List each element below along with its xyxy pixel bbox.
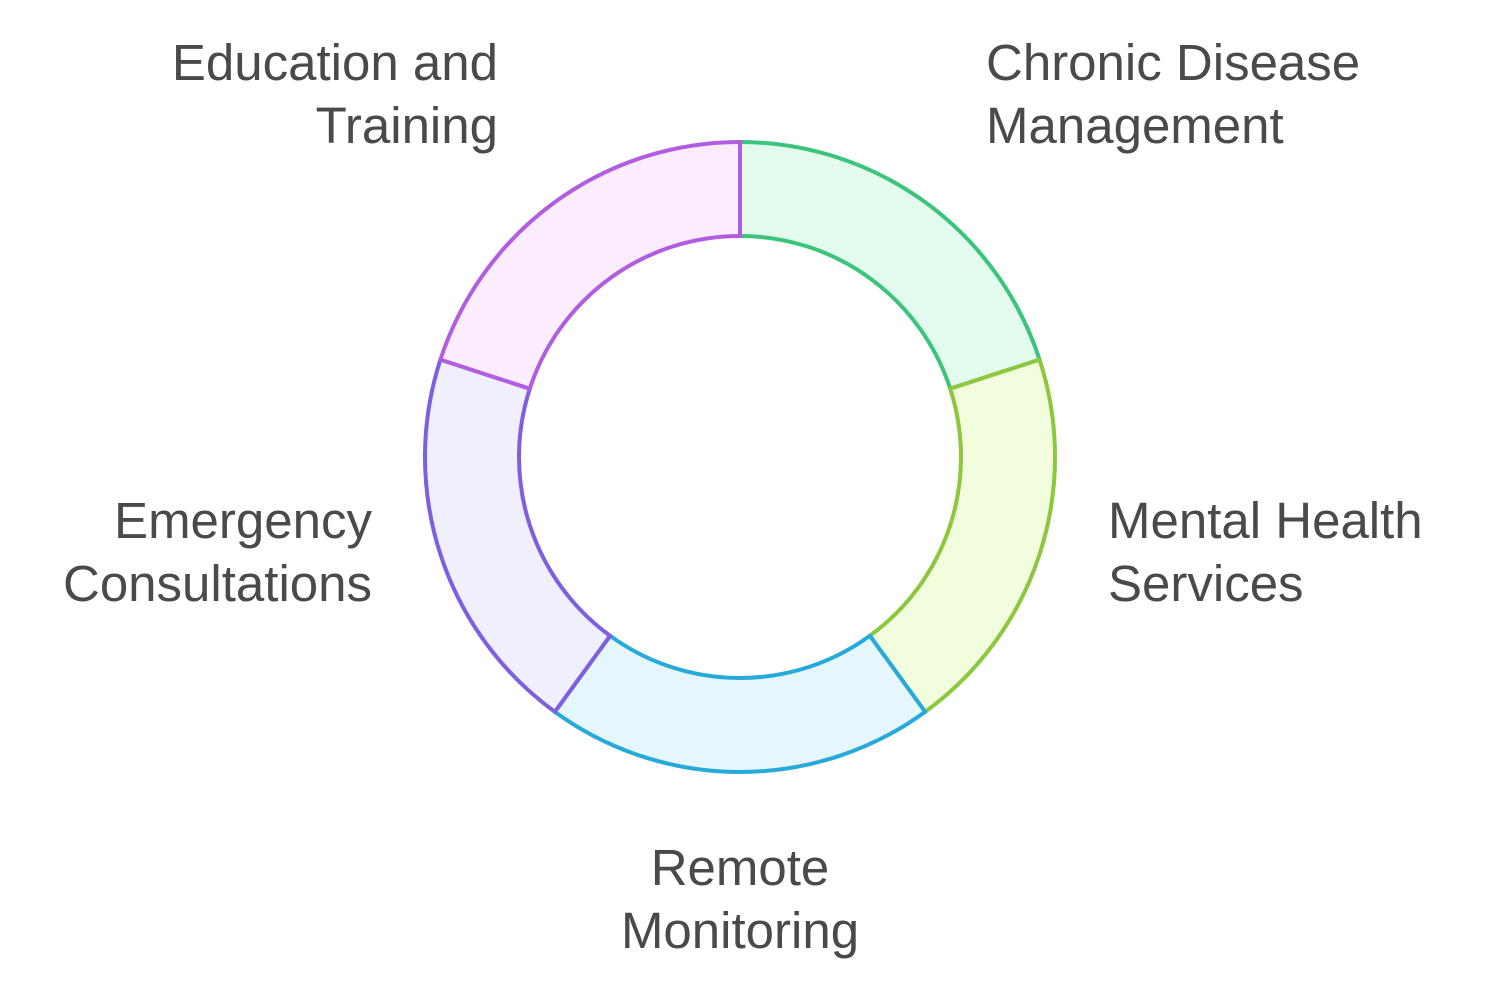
segment-remote-monitoring bbox=[552, 633, 928, 774]
label-line: Training bbox=[315, 97, 498, 154]
label-line: Management bbox=[986, 97, 1284, 154]
label-line: Monitoring bbox=[620, 902, 860, 959]
label-line: Mental Health bbox=[1108, 492, 1423, 549]
label-emergency-consultations: Emergency Consultations bbox=[20, 489, 372, 615]
label-line: Consultations bbox=[62, 555, 372, 612]
label-mental-health-services: Mental Health Services bbox=[1108, 489, 1423, 615]
label-line: Education and bbox=[171, 34, 498, 91]
label-education-and-training: Education and Training bbox=[100, 31, 498, 157]
label-line: Emergency bbox=[114, 492, 372, 549]
segment-education-and-training bbox=[438, 140, 742, 391]
label-chronic-disease-management: Chronic Disease Management bbox=[986, 31, 1360, 157]
segment-emergency-consultations bbox=[423, 357, 613, 714]
segment-mental-health-services bbox=[867, 357, 1057, 714]
label-line: Chronic Disease bbox=[986, 34, 1361, 91]
segment-chronic-disease-management bbox=[738, 140, 1042, 391]
label-line: Services bbox=[1108, 555, 1304, 612]
label-remote-monitoring: Remote Monitoring bbox=[590, 836, 890, 962]
label-line: Remote bbox=[650, 839, 830, 896]
